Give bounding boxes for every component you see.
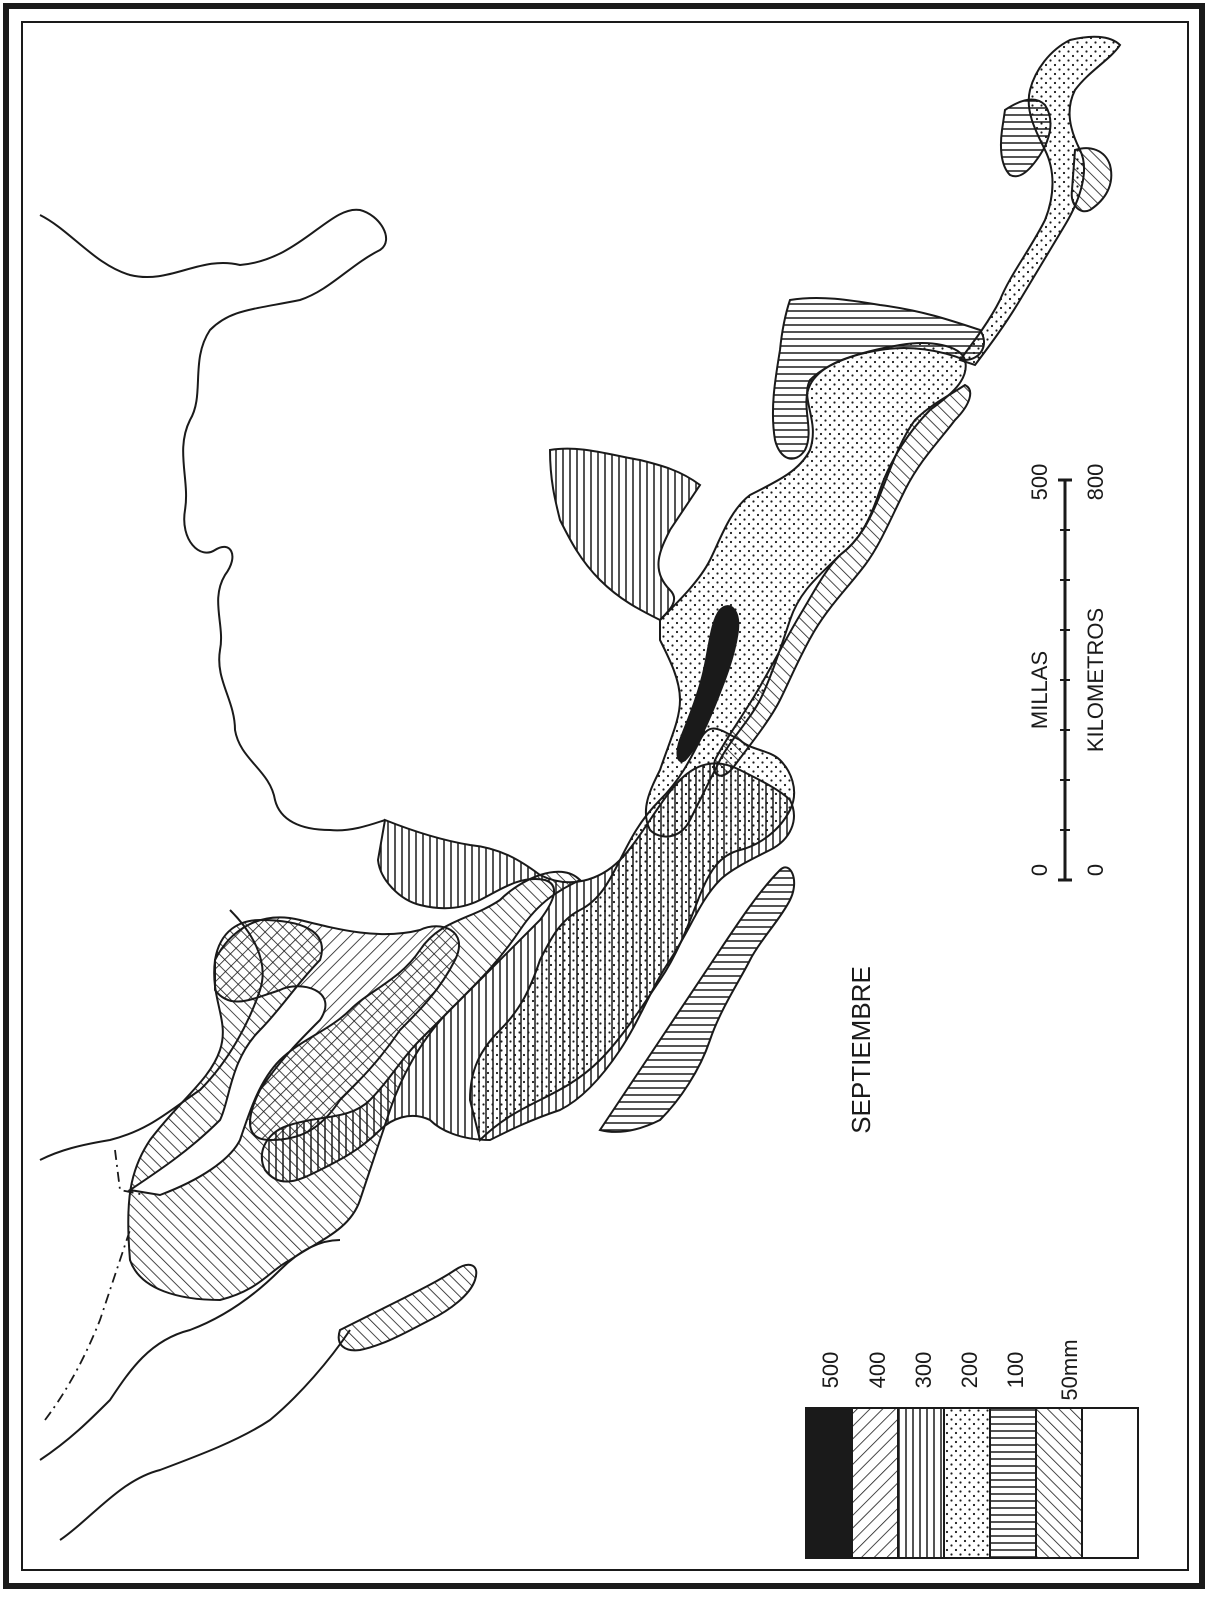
legend-swatch-blank bbox=[1081, 1407, 1139, 1559]
zone-horizontal-east bbox=[771, 296, 985, 460]
zone-horizontal-south bbox=[598, 866, 796, 1133]
legend: 500 400 300 200 100 50mm bbox=[805, 1339, 1139, 1559]
zone-solid-peak bbox=[676, 605, 740, 763]
zone-diagonal-east bbox=[713, 383, 972, 777]
legend-swatch-horizontal bbox=[897, 1407, 945, 1559]
zone-diagonal-northeast bbox=[1070, 147, 1113, 213]
zone-diagonal-west bbox=[214, 916, 461, 1142]
legend-swatch-crosshatch bbox=[1035, 1407, 1083, 1559]
legend-label-50mm: 50mm bbox=[1057, 1339, 1082, 1400]
scale-bar: 0 500 MILLAS 0 800 KILOMETROS bbox=[1027, 464, 1108, 882]
map-title: SEPTIEMBRE bbox=[846, 966, 876, 1134]
legend-label-100: 100 bbox=[1003, 1352, 1028, 1389]
coastline-outline bbox=[39, 208, 387, 832]
zone-vertical-east-block bbox=[548, 447, 702, 622]
scale-miles-label: MILLAS bbox=[1027, 651, 1052, 729]
inner-frame bbox=[21, 21, 1189, 1571]
outer-frame bbox=[3, 3, 1205, 1589]
political-border bbox=[44, 1149, 146, 1421]
legend-swatch-solid bbox=[805, 1407, 853, 1559]
island bbox=[337, 1263, 478, 1352]
legend-label-300: 300 bbox=[911, 1352, 936, 1389]
scale-km-start: 0 bbox=[1083, 864, 1108, 876]
zone-horizontal-northeast bbox=[1000, 98, 1052, 178]
legend-swatch-vertical bbox=[989, 1407, 1037, 1559]
scale-miles-start: 0 bbox=[1027, 864, 1052, 876]
legend-label-400: 400 bbox=[865, 1352, 890, 1389]
legend-swatch-dots bbox=[943, 1407, 991, 1559]
legend-swatch-diagonal bbox=[851, 1407, 899, 1559]
legend-label-500: 500 bbox=[818, 1352, 843, 1389]
southern-coastline-2 bbox=[59, 1329, 351, 1541]
scale-km-label: KILOMETROS bbox=[1083, 608, 1108, 752]
zone-dots-central bbox=[468, 727, 796, 1142]
scale-km-end: 800 bbox=[1083, 464, 1108, 501]
scale-miles-end: 500 bbox=[1027, 464, 1052, 501]
legend-label-200: 200 bbox=[957, 1352, 982, 1389]
